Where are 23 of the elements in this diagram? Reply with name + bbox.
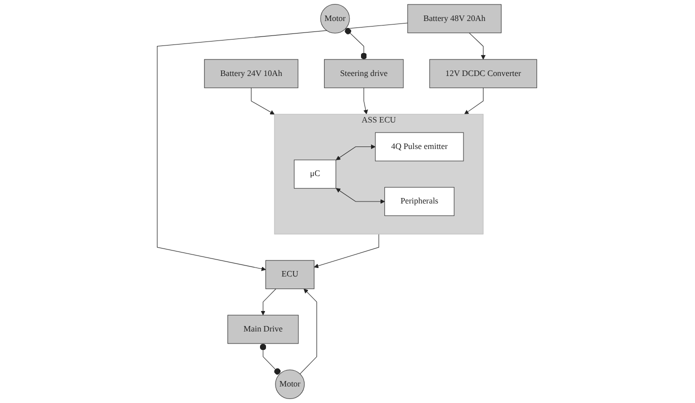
node-box: Steering drive: [324, 59, 404, 88]
node-circle: Motor: [276, 370, 306, 400]
arrow: [336, 144, 376, 160]
node-box: Battery 48V 20Ah: [408, 4, 502, 34]
arrow: [261, 288, 277, 316]
node-box: Main Drive: [228, 314, 300, 344]
node-box: ECU: [266, 260, 315, 290]
arrow: [300, 288, 318, 374]
node-box: μC: [294, 160, 337, 189]
arrow: [336, 188, 386, 204]
connector: [345, 28, 368, 60]
arrow: [464, 88, 484, 114]
node-box: Peripherals: [384, 187, 455, 216]
node-box: Battery 24V 10Ah: [204, 59, 299, 88]
node-box: 4Q Pulse emitter: [376, 132, 464, 162]
arrow: [469, 32, 486, 60]
arrow: [364, 88, 368, 114]
node-circle: Motor: [320, 4, 350, 34]
arrow: [157, 22, 408, 272]
node-box: 12V DCDC Converter: [430, 59, 538, 88]
arrow: [314, 234, 380, 268]
connector: [260, 343, 282, 375]
arrow: [251, 88, 276, 115]
